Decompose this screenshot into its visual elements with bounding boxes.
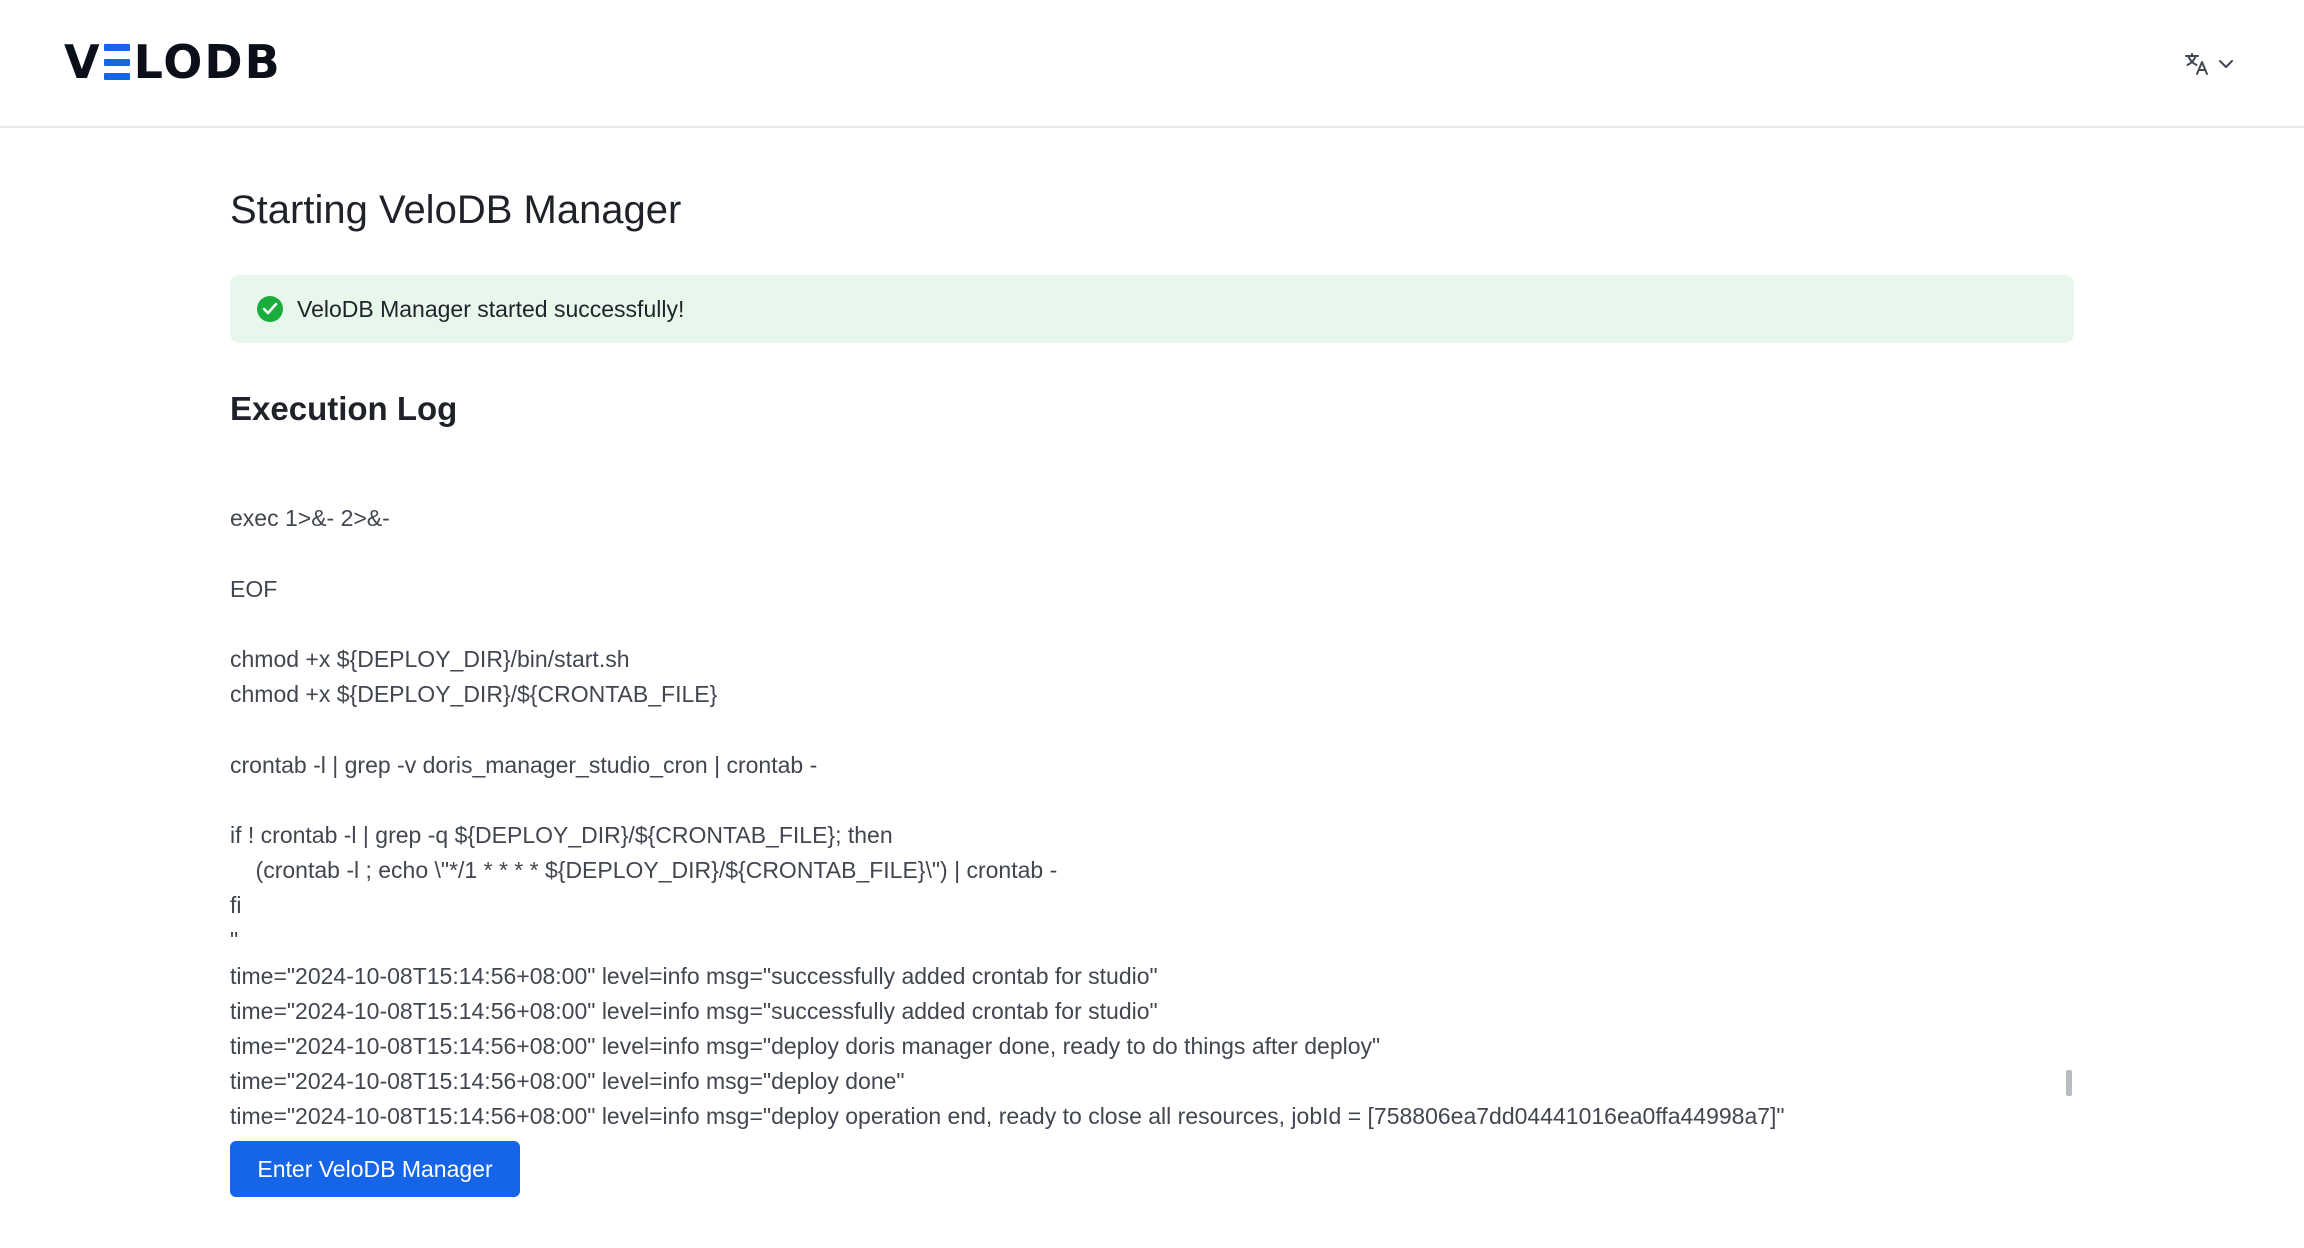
log-line: if ! crontab -l | grep -q ${DEPLOY_DIR}/…: [230, 821, 893, 848]
log-line: exec 1>&- 2>&-: [230, 505, 390, 532]
log-line: crontab -l | grep -v doris_manager_studi…: [230, 751, 818, 778]
log-line: [230, 712, 2074, 747]
log-line: fi: [230, 892, 242, 919]
log-line: [230, 783, 2074, 818]
execution-log[interactable]: exec 1>&- 2>&- EOF chmod +x ${DEPLOY_DIR}/…: [230, 466, 2074, 1232]
page-title: Starting VeloDB Manager: [230, 188, 682, 232]
top-header: V LODB: [0, 0, 2304, 128]
execution-log-title: Execution Log: [230, 390, 458, 427]
translate-icon: [2185, 53, 2208, 75]
log-line: [230, 607, 2074, 642]
velodb-logo[interactable]: V LODB: [64, 38, 282, 86]
logo-text-left: V: [64, 35, 102, 89]
success-message: VeloDB Manager started successfully!: [297, 295, 685, 322]
log-line: time="2024-10-08T15:14:56+08:00" level=i…: [230, 997, 1158, 1024]
check-circle-icon: [257, 296, 283, 322]
logo-text-right: LODB: [133, 35, 282, 89]
chevron-down-icon: [2219, 60, 2233, 68]
log-scrollbar[interactable]: [2066, 1070, 2072, 1096]
log-line: time="2024-10-08T15:14:56+08:00" level=i…: [230, 962, 1158, 989]
log-line: chmod +x ${DEPLOY_DIR}/bin/start.sh: [230, 645, 630, 672]
log-line: time="2024-10-08T15:14:56+08:00" level=i…: [230, 1103, 1785, 1130]
log-line: [230, 536, 2074, 571]
success-alert: VeloDB Manager started successfully!: [230, 275, 2074, 343]
log-line: ": [230, 927, 239, 954]
log-line: chmod +x ${DEPLOY_DIR}/${CRONTAB_FILE}: [230, 681, 718, 708]
log-line: (crontab -l ; echo \"*/1 * * * * ${DEPLO…: [230, 857, 1058, 884]
log-line: [230, 466, 2074, 501]
language-switcher[interactable]: [2184, 50, 2234, 78]
logo-e-mark: [103, 44, 130, 80]
log-line: time="2024-10-08T15:14:56+08:00" level=i…: [230, 1033, 1381, 1059]
enter-velodb-manager-button[interactable]: Enter VeloDB Manager: [230, 1141, 520, 1197]
log-line: EOF: [230, 575, 278, 602]
log-line: time="2024-10-08T15:14:56+08:00" level=i…: [230, 1068, 905, 1095]
